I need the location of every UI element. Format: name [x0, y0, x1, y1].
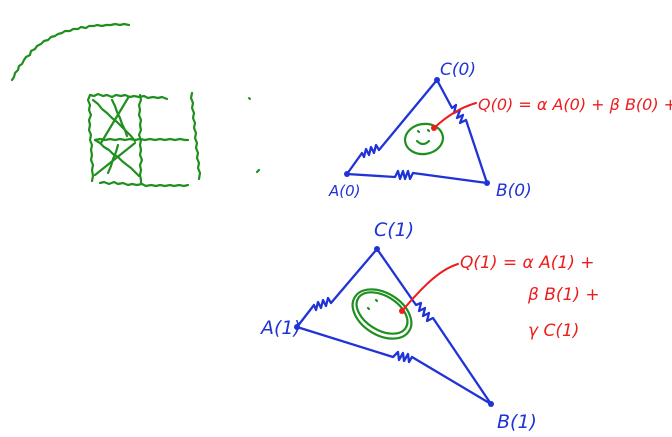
top-vertex-c-dot [434, 77, 440, 83]
bottom-query-point [399, 308, 405, 314]
bottom-equation-line1: Q(1) = α A(1) + [460, 253, 594, 273]
top-triangle [345, 78, 489, 185]
top-red-pointer [433, 102, 477, 129]
top-edge-ab [345, 169, 489, 185]
top-vertices [344, 77, 490, 186]
green-mesh-grid [86, 91, 202, 188]
top-edge-cb [435, 78, 489, 185]
bottom-equation-line2: β B(1) + [527, 285, 600, 305]
top-label-a: A(0) [328, 182, 361, 200]
bottom-label-b: B(1) [497, 411, 537, 433]
bottom-label-a: A(1) [259, 317, 301, 339]
bottom-triangle [295, 247, 493, 406]
top-label-c: C(0) [440, 60, 476, 80]
top-vertex-b-dot [484, 180, 490, 186]
top-query-point [431, 125, 437, 131]
bottom-equation-line3: γ C(1) [528, 321, 579, 341]
dark-dot [248, 97, 251, 100]
top-edge-ac [345, 78, 439, 176]
bottom-edge-ac [295, 247, 379, 329]
green-sketches [10, 22, 261, 188]
green-wavy-arc [10, 22, 131, 82]
bottom-vertex-b-dot [488, 401, 494, 407]
top-label-b: B(0) [496, 181, 532, 201]
bottom-label-c: C(1) [374, 219, 414, 241]
top-green-blob [403, 122, 445, 156]
green-tick-mark [255, 168, 261, 174]
bottom-vertex-a-dot [294, 324, 300, 330]
top-equation: Q(0) = α A(0) + β B(0) + γ C(0 [478, 95, 672, 114]
bottom-edge-cb [375, 247, 493, 406]
top-vertex-a-dot [344, 171, 350, 177]
bottom-edge-ab [295, 325, 493, 406]
bottom-green-blob [351, 288, 413, 340]
bottom-red-pointer [401, 263, 459, 312]
bottom-vertex-c-dot [374, 246, 380, 252]
bottom-vertices [294, 246, 494, 407]
